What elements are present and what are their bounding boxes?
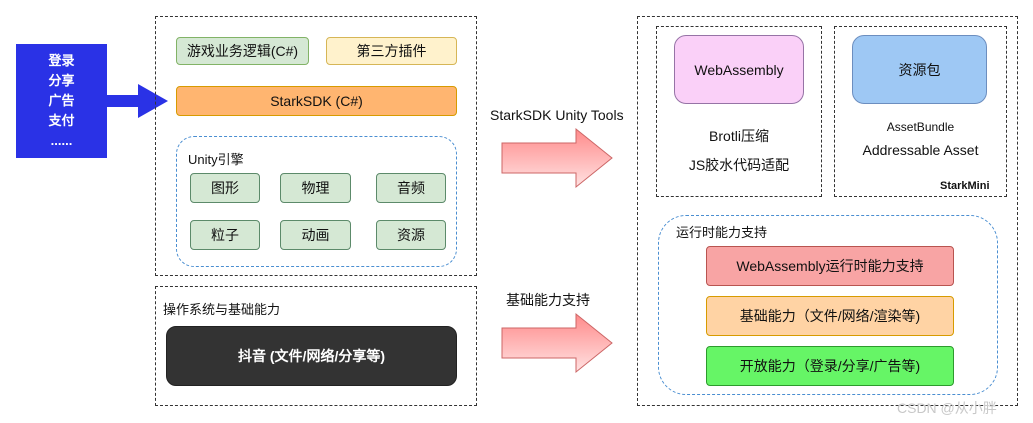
runtime-wasm-box: WebAssembly运行时能力支持 (706, 246, 954, 286)
starksdk-box: StarkSDK (C#) (176, 86, 457, 116)
module-physics: 物理 (280, 173, 351, 203)
unity-engine-title: Unity引擎 (188, 152, 244, 167)
game-logic-box: 游戏业务逻辑(C#) (176, 37, 309, 65)
feature-list-block: 登录 分享 广告 支付 ...... (16, 44, 107, 158)
feature-ads: 广告 (48, 93, 75, 108)
feature-login: 登录 (48, 53, 75, 68)
feature-more: ...... (50, 133, 73, 148)
webassembly-box: WebAssembly (674, 35, 804, 104)
starkmini-group (834, 26, 1007, 197)
brotli-text: Brotli压缩 (709, 128, 769, 144)
module-audio: 音频 (376, 173, 446, 203)
assetbundle-text: AssetBundle (886, 120, 955, 134)
third-party-plugin-box: 第三方插件 (326, 37, 457, 65)
engine-group (155, 16, 477, 276)
runtime-group (658, 215, 998, 395)
feature-share: 分享 (48, 73, 75, 88)
module-graphics: 图形 (190, 173, 260, 203)
module-resources: 资源 (376, 220, 446, 250)
blue-arrow (106, 84, 168, 118)
watermark: CSDN @从小胖 (897, 400, 997, 416)
os-group (155, 286, 477, 406)
runtime-group-title: 运行时能力支持 (676, 225, 768, 240)
right-group (637, 16, 1018, 406)
resource-pack-box: 资源包 (852, 35, 987, 104)
module-particles: 粒子 (190, 220, 260, 250)
basic-support-arrow-label: 基础能力支持 (506, 292, 590, 308)
os-group-title: 操作系统与基础能力 (163, 302, 281, 317)
basic-support-arrow (501, 312, 613, 374)
feature-pay: 支付 (48, 113, 75, 128)
module-animation: 动画 (280, 220, 351, 250)
tools-arrow (501, 127, 613, 189)
unity-engine-group (176, 136, 457, 267)
addressable-text: Addressable Asset (862, 142, 979, 158)
runtime-open-box: 开放能力（登录/分享/广告等) (706, 346, 954, 386)
runtime-basic-box: 基础能力（文件/网络/渲染等) (706, 296, 954, 336)
tools-arrow-label: StarkSDK Unity Tools (490, 107, 624, 123)
wasm-group (656, 26, 822, 197)
js-glue-text: JS胶水代码适配 (688, 157, 790, 173)
starkmini-label: StarkMini (940, 180, 990, 192)
douyin-box: 抖音 (文件/网络/分享等) (166, 326, 457, 386)
